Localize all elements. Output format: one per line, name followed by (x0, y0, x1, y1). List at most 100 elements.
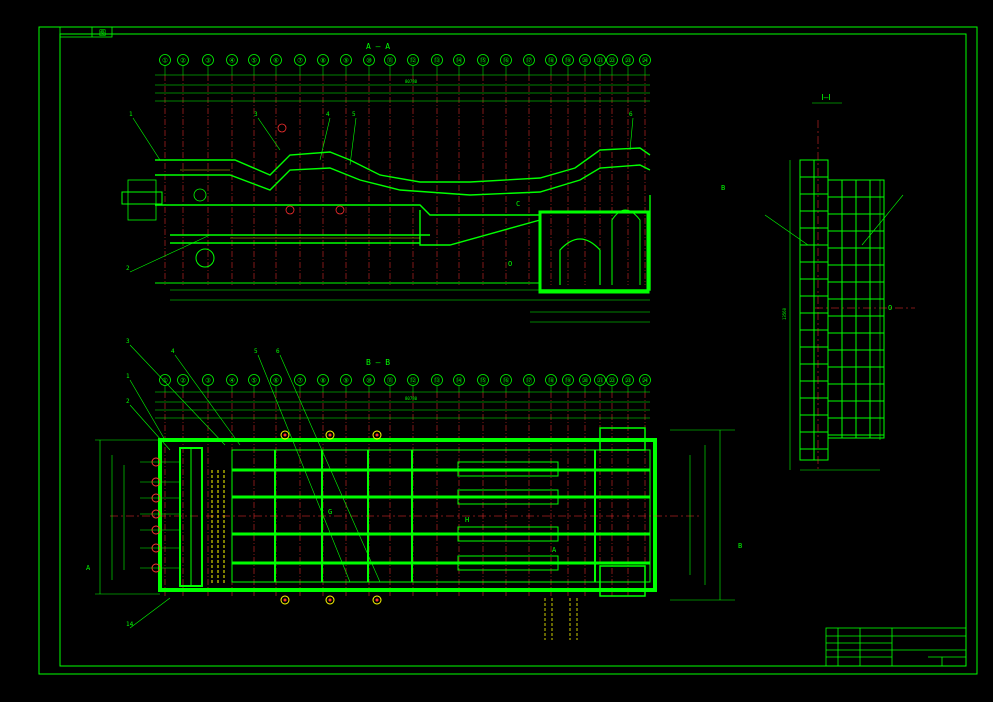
axis-label: ㉑ (597, 377, 604, 385)
callout-label: 5 (352, 111, 356, 118)
axis-label: ⑪ (387, 57, 394, 65)
title-block (825, 627, 967, 667)
callout-label: 4 (171, 348, 175, 355)
corner-mark: 图 (99, 29, 106, 37)
callout-leader (129, 597, 171, 629)
axis-label: ⑤ (251, 377, 257, 385)
side-height-dimension: 13560 (782, 307, 787, 320)
axis-bubble (384, 54, 396, 66)
axis-bubble (270, 374, 282, 386)
axis-bubble (177, 374, 189, 386)
axis-bubble (317, 374, 329, 386)
top-overall-dimension: 80780 (405, 79, 418, 84)
callout-label: 5 (254, 348, 258, 355)
axis-label: ⑬ (434, 57, 441, 65)
axis-bubble (500, 374, 512, 386)
axis-bubble (579, 374, 591, 386)
corner-stamp: 图 (59, 26, 113, 38)
callout-label: 6 (629, 111, 633, 118)
axis-label: ㉔ (642, 377, 649, 385)
axis-bubble (477, 374, 489, 386)
axis-bubble (270, 54, 282, 66)
callout-label: 1 (129, 111, 133, 118)
axis-bubble (594, 54, 606, 66)
axis-label: ③ (205, 57, 211, 65)
axis-label: ⑧ (320, 377, 326, 385)
callouts-a: 1 2 3 4 5 6 (126, 111, 634, 273)
callout-leader (257, 354, 351, 583)
axis-label: ⑭ (456, 57, 463, 65)
axis-bubble (384, 374, 396, 386)
axis-label: ⑱ (548, 377, 555, 385)
axis-bubble (453, 374, 465, 386)
burner (372, 595, 382, 605)
axis-label: ㉑ (597, 57, 604, 65)
callout-label: 1 (126, 373, 130, 380)
callout-label: 4 (326, 111, 330, 118)
axis-label: ㉓ (625, 377, 632, 385)
axis-label: ⑮ (480, 377, 487, 385)
callout-leader (174, 354, 241, 446)
axis-bubble (294, 54, 306, 66)
axis-label: ⑫ (410, 57, 417, 65)
axis-bubble (202, 54, 214, 66)
axis-bubble (407, 374, 419, 386)
side-view-title: Ⅰ—Ⅰ (821, 93, 831, 102)
axis-bubble (317, 54, 329, 66)
axis-label: ⑰ (526, 377, 533, 385)
axis-label: ⑯ (503, 377, 510, 385)
axis-bubble (340, 54, 352, 66)
axis-label: ⑤ (251, 57, 257, 65)
axis-bubble (177, 54, 189, 66)
axis-bubble (248, 54, 260, 66)
axis-label: ⑧ (320, 57, 326, 65)
marker-o-a: O (508, 260, 512, 268)
callout-label: 3 (126, 338, 130, 345)
axis-label: ㉒ (609, 57, 616, 65)
axis-label: ⑭ (456, 377, 463, 385)
axis-label: ㉓ (625, 57, 632, 65)
axis-label: ⑲ (565, 377, 572, 385)
burners-left (140, 457, 180, 573)
axis-bubble (606, 374, 618, 386)
callout-leader (132, 117, 161, 161)
axis-bubble (562, 374, 574, 386)
axis-bubble (500, 54, 512, 66)
inner-frame (59, 33, 967, 667)
outer-frame (38, 26, 978, 675)
burner-core (283, 598, 287, 602)
axis-bubble (159, 54, 171, 66)
callout-label: 3 (254, 111, 258, 118)
axis-bubble (477, 54, 489, 66)
axis-label: ⑫ (410, 377, 417, 385)
marker-o-side: O (888, 304, 892, 312)
callout-label: 14 (126, 621, 134, 628)
marker-b-b: B (738, 542, 742, 550)
axis-label: ① (162, 57, 168, 65)
axis-label: ⑨ (343, 377, 349, 385)
callout-leader (129, 404, 171, 451)
axis-bubble (579, 54, 591, 66)
plan-overall-dimension: 80780 (405, 396, 418, 401)
axis-bubble (545, 54, 557, 66)
burner (325, 595, 335, 605)
callout-label: 2 (126, 398, 130, 405)
axis-label: ㉔ (642, 57, 649, 65)
burner-core (375, 433, 379, 437)
marker-a-left: A (86, 564, 91, 572)
section-b-title: B — B (366, 358, 390, 367)
axis-label: ⑦ (297, 57, 303, 65)
burner (280, 430, 290, 440)
axis-bubble (639, 54, 651, 66)
callout-label: 2 (126, 265, 130, 272)
axis-bubble (622, 374, 634, 386)
burner (325, 430, 335, 440)
burner-core (328, 433, 332, 437)
callout-leader (279, 354, 381, 583)
callout-leader (129, 344, 226, 446)
axis-label: ② (180, 377, 186, 385)
axis-bubble (562, 54, 574, 66)
